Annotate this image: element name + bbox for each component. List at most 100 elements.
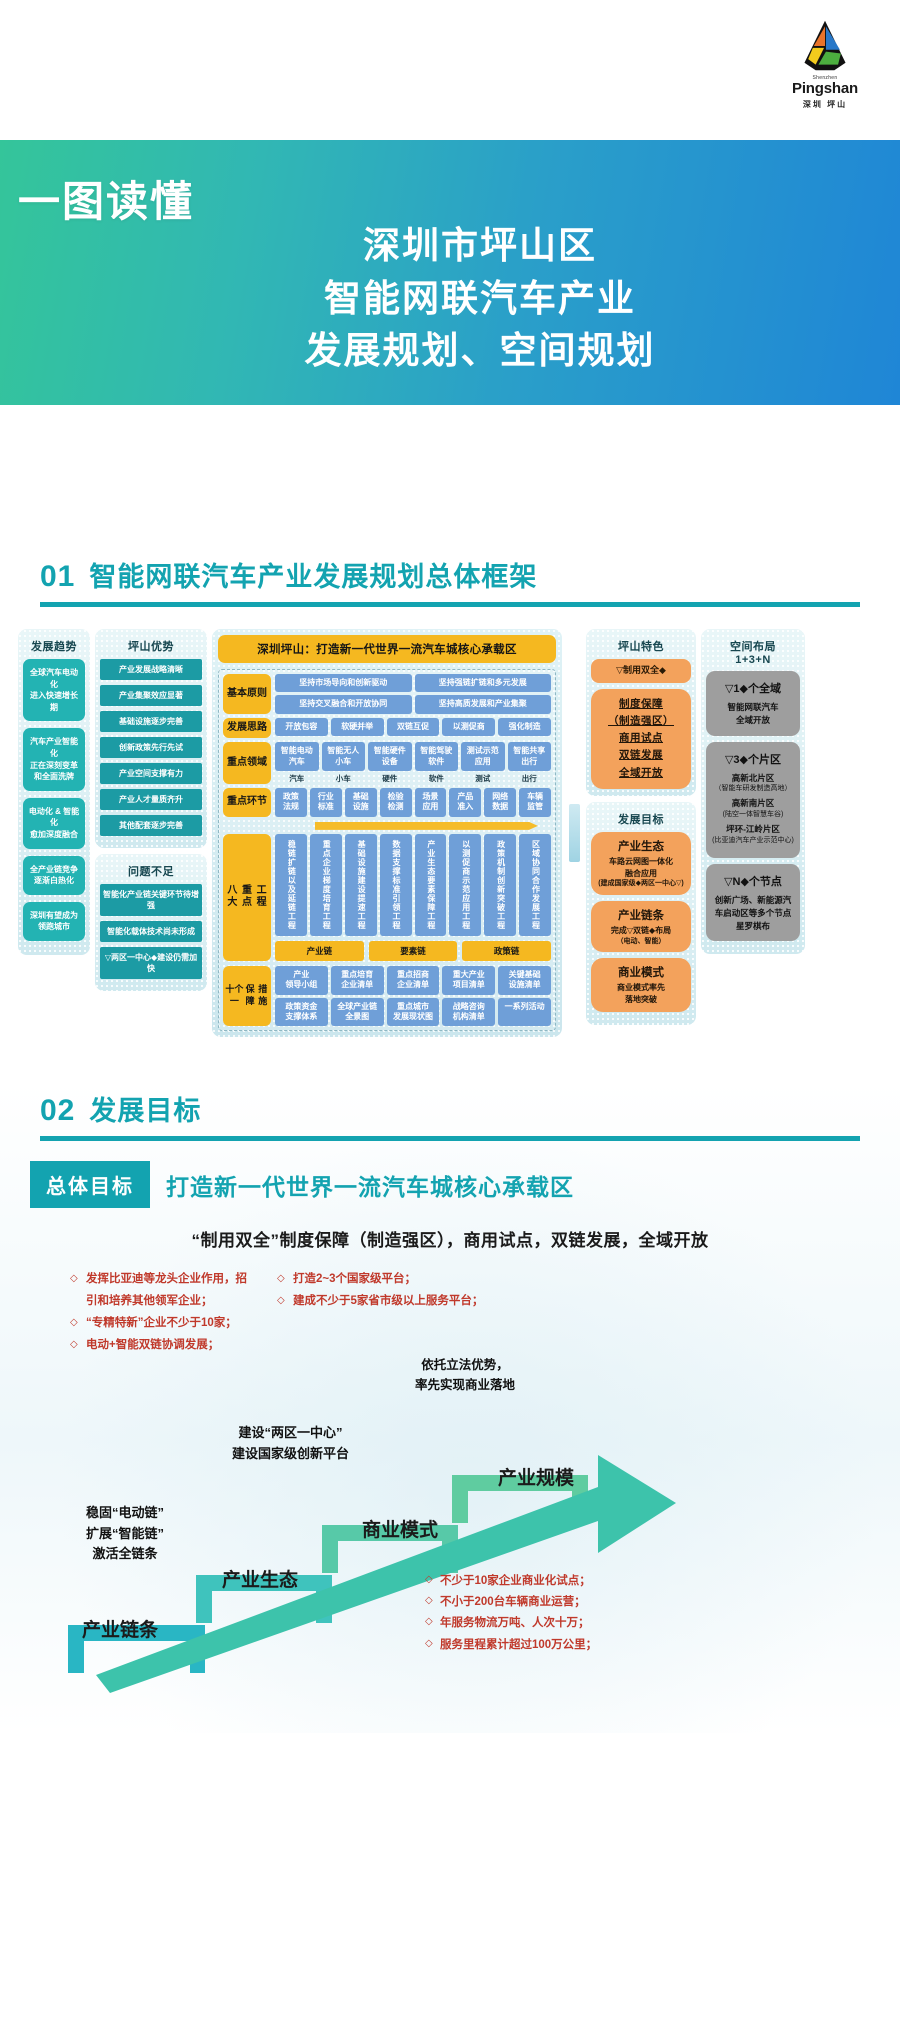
section-01-number: 01 <box>40 560 76 593</box>
core-row: 发展思路开放包容软硬并举双链互促以测促商强化制造 <box>223 717 551 739</box>
feature-line: 双链发展 <box>619 749 663 762</box>
trend-item: 全球汽车电动化进入快速增长期 <box>23 659 85 722</box>
section-01-title: 智能网联汽车产业发展规划总体框架 <box>89 562 538 592</box>
scale-notes: 不少于10家企业商业化试点；不小于200台车辆商业运营；年服务物流万吨、人次十万… <box>425 1571 597 1656</box>
subgoal-text: “制用双全”制度保障（制造强区），商用试点，双链发展，全域开放 <box>191 1231 709 1251</box>
pingshan-logo: Shenzhen Pingshan 深圳 坪山 <box>780 18 870 110</box>
core-item: 测试示范应用 <box>461 742 505 772</box>
scale-note: 年服务物流万吨、人次十万； <box>425 1613 597 1634</box>
goal-items: 产业生态车路云网图一体化融合应用(建成国家级◆两区一中心▽) 产业链条完成▽双链◆… <box>591 832 691 1012</box>
space-block-line: 星罗棋布 <box>735 920 770 931</box>
core-row-content: 智能电动汽车智能无人小车智能硬件设备智能驾驶软件测试示范应用智能共享出行汽车小车… <box>275 742 551 784</box>
section-02-title: 发展目标 <box>89 1096 202 1127</box>
goal-name: 商业模式 <box>618 967 664 980</box>
core-sublabel: 硬件 <box>382 774 398 784</box>
goal-desc: 商业模式率先 <box>617 983 665 993</box>
feature-line: 制度保障 <box>619 697 663 710</box>
core-sublabel: 出行 <box>521 774 537 784</box>
goals-title: 发展目标 <box>618 814 664 827</box>
framework-diagram: 发展趋势 全球汽车电动化进入快速增长期汽车产业智能化正在深刻变革和全面洗牌电动化… <box>18 629 882 1037</box>
safeguard-item: 政策资金支撑体系 <box>275 997 328 1027</box>
engineering-items: 稳链扩链以及延链工程重点企业梯度培育工程基础设施建设提速工程数据支撑标准引领工程… <box>275 833 551 936</box>
core-row: 基本原则坚持市场导向和创新驱动坚持强链扩链和多元发展坚持交叉融合和开放协同坚持高… <box>223 674 551 714</box>
engineering-row: 八大重点工程 稳链扩链以及延链工程重点企业梯度培育工程基础设施建设提速工程数据支… <box>223 833 551 961</box>
bullet-left: “专精特新”企业不少于10家； <box>70 1313 247 1335</box>
engineering-item: 产业生态要素保障工程 <box>414 833 447 936</box>
safeguard-item: 关键基础设施清单 <box>498 965 551 995</box>
problem-item: 智能化载体技术尚未形成 <box>100 921 202 942</box>
core-row-content: 开放包容软硬并举双链互促以测促商强化制造 <box>275 717 551 739</box>
goal-block: 产业生态车路云网图一体化融合应用(建成国家级◆两区一中心▽) <box>591 832 691 896</box>
stair-label-4: 产业规模 <box>498 1467 575 1489</box>
stairs-diagram: 产业链条 产业生态 商业模式 产业规模 稳固“电动链”扩展“智能链”激活全链条 … <box>0 1358 900 1693</box>
core-item: 智能电动汽车 <box>275 742 319 772</box>
trend-items: 全球汽车电动化进入快速增长期汽车产业智能化正在深刻变革和全面洗牌电动化 & 智能… <box>23 659 85 941</box>
space-sub-note: (比亚迪汽车产业示范中心) <box>712 837 794 845</box>
stairs-arrow-graphic <box>68 1454 676 1693</box>
goal-desc: 完成▽双链◆布局 <box>610 926 672 936</box>
core-sublabel: 测试 <box>475 774 491 784</box>
section-02-number: 02 <box>40 1094 76 1128</box>
core-row: 重点领域智能电动汽车智能无人小车智能硬件设备智能驾驶软件测试示范应用智能共享出行… <box>223 742 551 785</box>
space-blocks: ▽1◆个全域智能网联汽车全域开放▽3◆个片区高新北片区（智能车研发制造高地）高新… <box>706 671 800 942</box>
core-body: 基本原则坚持市场导向和创新驱动坚持强链扩链和多元发展坚持交叉融合和开放协同坚持高… <box>218 669 556 1032</box>
core-item: 智能硬件设备 <box>368 742 412 772</box>
logo-chinese: 深圳 坪山 <box>802 99 848 109</box>
feature-line: （制造强区） <box>608 714 674 727</box>
chain-pill: 产业链 <box>275 940 364 961</box>
feature-line: 商用试点 <box>619 732 663 745</box>
core-item: 产品准入 <box>449 788 482 817</box>
engineering-item: 重点企业梯度培育工程 <box>309 833 342 936</box>
space-block: ▽N◆个节点创新广场、新能源汽车启动区等多个节点星罗棋布 <box>706 864 800 942</box>
engineering-item: 政策机制创新突破工程 <box>484 833 517 936</box>
overall-goal-tag: 总体目标 <box>30 1161 150 1209</box>
space-block-line: 创新广场、新能源汽 <box>714 895 792 906</box>
advantage-title: 坪山优势 <box>128 641 174 653</box>
stair-label-1: 产业链条 <box>82 1619 159 1641</box>
core-sublabel: 汽车 <box>289 774 305 784</box>
top-bar: Shenzhen Pingshan 深圳 坪山 <box>0 0 900 140</box>
advantage-item: 产业发展战略清晰 <box>100 659 202 680</box>
problem-item: ▽两区一中心◆建设仍需加快 <box>100 947 202 979</box>
trend-item: 电动化 & 智能化愈加深度融合 <box>23 797 85 849</box>
core-item: 智能无人小车 <box>321 742 365 772</box>
engineering-label: 八大重点工程 <box>223 833 271 961</box>
space-block-head: ▽N◆个节点 <box>724 876 782 889</box>
bullet-right: 打造2~3个国家级平台； <box>277 1269 483 1291</box>
space-sub-name: 坪环-江岭片区 <box>726 824 780 835</box>
engineering-item: 稳链扩链以及延链工程 <box>275 833 307 936</box>
core-item: 智能驾驶软件 <box>414 742 458 772</box>
legal-note: 依托立法优势，率先实现商业落地 <box>415 1357 516 1392</box>
scale-note: 不小于200台车辆商业运营； <box>425 1592 597 1613</box>
core-item: 坚持市场导向和创新驱动 <box>275 674 412 693</box>
section-01-rule <box>40 602 860 607</box>
goal-name: 产业链条 <box>618 910 664 923</box>
features-tag: ▽制用双全◆ <box>591 659 691 683</box>
trend-item: 深圳有望成为领跑城市 <box>23 901 85 941</box>
core-item: 行业标准 <box>309 788 342 817</box>
problems-panel: 问题不足 智能化产业链关键环节待增强智能化载体技术尚未形成▽两区一中心◆建设仍需… <box>95 854 207 991</box>
problem-items: 智能化产业链关键环节待增强智能化载体技术尚未形成▽两区一中心◆建设仍需加快 <box>100 884 202 979</box>
trend-panel: 发展趋势 全球汽车电动化进入快速增长期汽车产业智能化正在深刻变革和全面洗牌电动化… <box>18 629 90 955</box>
center-note: 建设“两区一中心”建设国家级创新平台 <box>232 1424 350 1461</box>
advantage-item: 产业人才量质齐升 <box>100 789 202 810</box>
core-item: 软硬并举 <box>330 717 384 737</box>
chain-pill: 政策链 <box>462 940 551 961</box>
safeguard-item: 重点招商企业清单 <box>386 965 440 995</box>
overall-goal-text: 打造新一代世界一流汽车城核心承载区 <box>166 1173 574 1200</box>
safeguard-item: 重点培育企业清单 <box>330 965 384 995</box>
features-title: 坪山特色 <box>618 641 664 653</box>
goal-block: 产业链条完成▽双链◆布局（电动、智能） <box>591 901 691 953</box>
advantage-item: 创新政策先行先试 <box>100 737 202 758</box>
stair-label-2: 产业生态 <box>222 1569 299 1591</box>
hero-title-line: 智能网联汽车产业 <box>324 277 636 319</box>
space-block-head: ▽3◆个片区 <box>724 753 782 766</box>
section-01: 01 智能网联汽车产业发展规划总体框架 发展趋势 全球汽车电动化进入快速增长期汽… <box>0 555 900 1037</box>
advantage-item: 产业空间支撑有力 <box>100 763 202 784</box>
space-sub-name: 高新南片区 <box>731 798 775 809</box>
logo-pinyin: Pingshan <box>792 80 858 97</box>
engineering-item: 基础设施建设提速工程 <box>344 833 377 936</box>
features-column: 坪山特色 ▽制用双全◆ 制度保障（制造强区）商用试点双链发展全域开放 发展目标 … <box>586 629 696 1025</box>
